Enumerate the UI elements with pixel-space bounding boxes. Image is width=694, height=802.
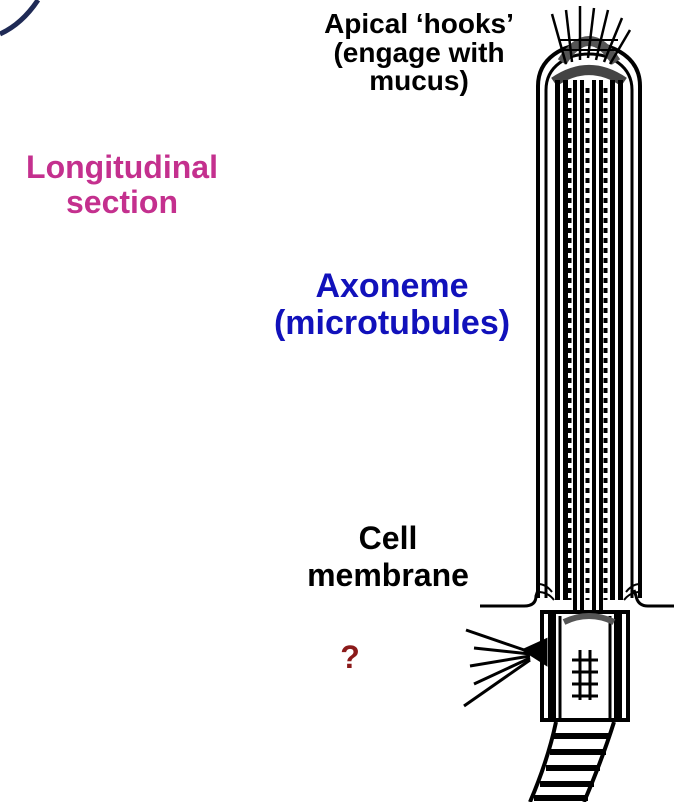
membrane-label-line-1: Cell (358, 520, 418, 556)
cell-membrane-label: Cell membrane (280, 520, 496, 594)
apical-label-line-1: Apical ‘hooks’ (324, 8, 514, 39)
basal-foot-fibers (463, 628, 548, 708)
striated-rootlet (528, 721, 616, 802)
section-label-line-2: section (65, 183, 179, 220)
apical-tip-band (551, 65, 627, 87)
corner-circle-arc (0, 0, 41, 37)
axoneme-microtubules (555, 80, 623, 610)
axoneme-label-line-2: (microtubules) (273, 303, 511, 342)
membrane-label-line-2: membrane (307, 556, 469, 593)
apical-hooks (550, 6, 632, 65)
longitudinal-section-label: Longitudinal section (0, 150, 244, 219)
axoneme-label: Axoneme (microtubules) (246, 268, 538, 341)
unknown-structure-question-mark: ? (340, 639, 360, 675)
axoneme-label-line-1: Axoneme (315, 267, 469, 305)
basal-body (540, 610, 630, 722)
section-label-line-1: Longitudinal (26, 149, 218, 185)
transition-zone-curves (537, 583, 641, 601)
apical-label-line-2: (engage with (333, 36, 505, 68)
apical-hooks-label: Apical ‘hooks’ (engage with mucus) (296, 8, 542, 97)
apical-label-line-3: mucus) (369, 65, 469, 97)
